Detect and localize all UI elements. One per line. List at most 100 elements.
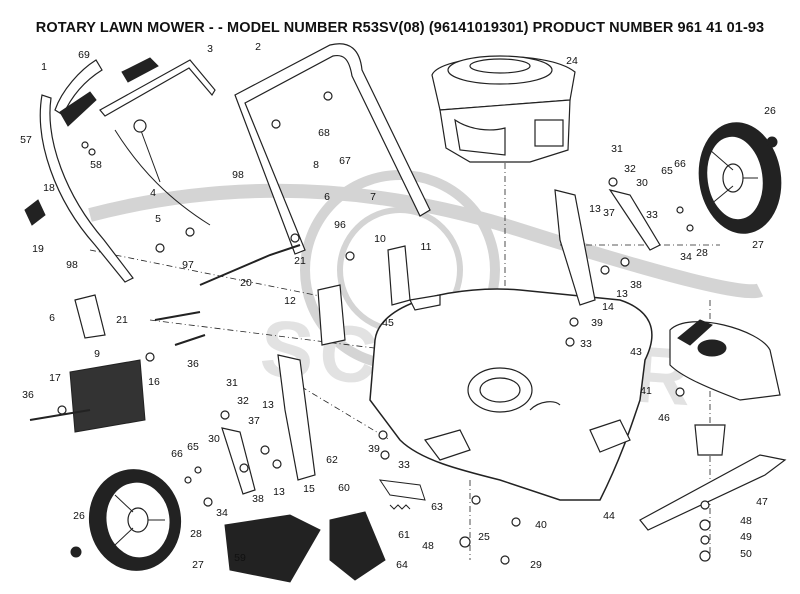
callout-label: 46 [658,412,670,424]
callout-label: 14 [602,301,614,313]
callout-label: 45 [382,317,394,329]
callout-label: 31 [611,143,623,155]
callout-label: 38 [252,493,264,505]
control-bar [99,59,216,117]
callout-label: 19 [32,243,44,255]
callout-label: 98 [66,259,78,271]
callout-label: 36 [22,389,34,401]
rear-wheel-left [88,469,182,571]
callout-label: 36 [187,358,199,370]
callout-label: 58 [90,159,102,171]
callout-label: 62 [326,454,338,466]
callout-label: 24 [566,55,578,67]
callout-label: 9 [94,348,100,360]
callout-label: 6 [49,312,55,324]
callout-label: 49 [740,531,752,543]
diagram-title: ROTARY LAWN MOWER - - MODEL NUMBER R53SV… [35,20,765,36]
throttle-cable [139,127,161,183]
callout-label: 43 [630,346,642,358]
callout-label: 26 [73,510,85,522]
callout-label: 12 [284,295,296,307]
callout-label: 29 [530,559,542,571]
callout-label: 28 [190,528,202,540]
callout-label: 3 [207,43,213,55]
callout-label: 2 [255,41,261,53]
callout-label: 21 [294,255,306,267]
callout-label: 5 [155,213,161,225]
callout-label: 21 [116,314,128,326]
callout-label: 69 [78,49,90,61]
callout-label: 16 [148,376,160,388]
mower-deck [369,288,653,501]
callout-label: 63 [431,501,443,513]
callout-label: 18 [43,182,55,194]
callout-label: 33 [398,459,410,471]
height-plate [317,284,346,346]
callout-label: 39 [368,443,380,455]
cover [74,294,106,339]
callout-label: 68 [318,127,330,139]
callout-label: 6 [324,191,330,203]
rear-bracket-right [554,189,596,306]
callout-label: 50 [740,548,752,560]
handle-knob [323,91,333,101]
engine [431,55,576,163]
callout-label: 41 [640,385,652,397]
callout-label: 44 [603,510,615,522]
callout-label: 1 [41,61,47,73]
bolt [154,311,201,321]
callout-label: 13 [262,399,274,411]
wheel-arm-right [608,189,661,251]
callout-label: 59 [234,552,246,564]
callout-label: 10 [374,233,386,245]
hub-cap [70,546,82,558]
rear-flap [69,359,146,433]
side-deflector [329,511,386,581]
control-rod [114,129,211,226]
callout-label: 26 [764,105,776,117]
spring-bracket [378,479,426,501]
flap-rod [29,409,91,421]
callout-label: 39 [591,317,603,329]
callout-label: 34 [680,251,692,263]
callout-label: 31 [226,377,238,389]
height-plate [387,245,411,306]
height-rod [199,244,301,286]
handle-grip-top [121,57,159,83]
upper-handle [234,43,431,255]
callout-label: 15 [303,483,315,495]
callout-label: 30 [636,177,648,189]
lower-handle-left [39,59,134,283]
rear-wheel-right [698,122,782,234]
callout-label: 66 [171,448,183,460]
callout-label: 48 [740,515,752,527]
mulch-plug [224,514,321,583]
callout-label: 32 [624,163,636,175]
callout-label: 38 [630,279,642,291]
callout-label: 13 [616,288,628,300]
callout-label: 33 [580,338,592,350]
callout-label: 7 [370,191,376,203]
callout-label: 67 [339,155,351,167]
blade [639,454,787,531]
bracket [409,294,441,311]
wheel-arm-left [221,427,256,495]
rear-bracket-left [277,354,316,481]
callout-label: 30 [208,433,220,445]
callout-label: 11 [421,241,432,253]
callout-label: 17 [49,372,61,384]
callout-label: 13 [589,203,601,215]
callout-label: 96 [334,219,346,231]
callout-label: 60 [338,482,350,494]
callout-label: 37 [603,207,615,219]
callout-label: 27 [192,559,204,571]
callout-label: 48 [422,540,434,552]
cable-clip [133,119,147,133]
callout-label: 34 [216,507,228,519]
handle-grip [59,91,97,127]
flap-rod [174,334,206,346]
callout-label: 4 [150,187,156,199]
callout-label: 13 [273,486,285,498]
